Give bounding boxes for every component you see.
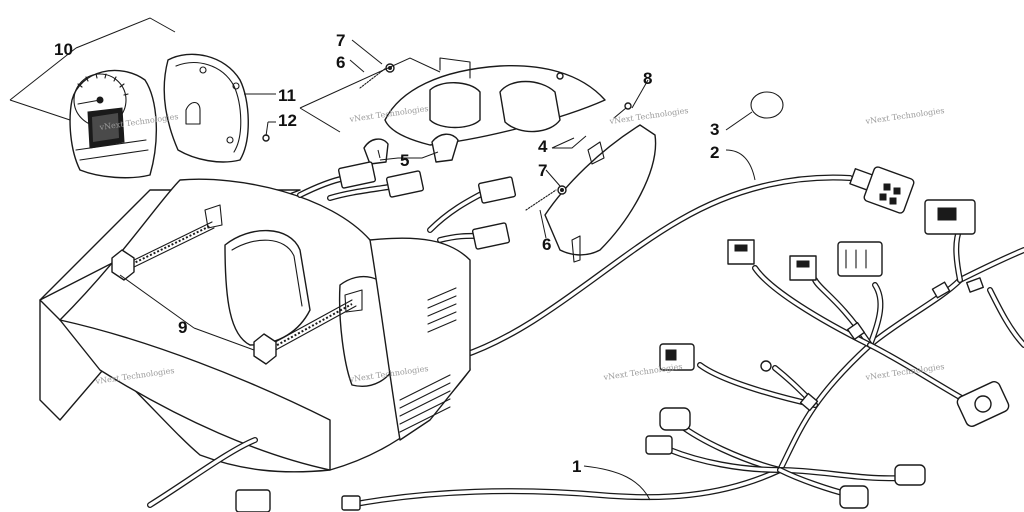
connector-icon: [956, 381, 1010, 427]
leader-lines: [9, 17, 756, 501]
adjustment-pin: [613, 102, 632, 119]
callout-2: 2: [710, 143, 719, 162]
callout-5: 5: [400, 151, 409, 170]
watermark-text: vNext Technologies: [602, 362, 683, 382]
connector-icon: [341, 495, 361, 511]
headlight-pigtail: [297, 161, 517, 250]
callout-1: 1: [572, 457, 581, 476]
callout-8: 8: [643, 69, 652, 88]
callout-9: 9: [178, 318, 187, 337]
connector-icon: [659, 407, 691, 431]
mounting-bolt: [111, 221, 215, 281]
watermark-text: vNext Technologies: [864, 106, 945, 126]
gauge-ticks: [77, 73, 129, 96]
wiring-harness: [347, 174, 1024, 508]
connector-icon: [789, 255, 817, 281]
callout-3: 3: [710, 120, 719, 139]
callout-labels: 10 11 12 7 6 5 8 4 7 6 3 2 9 1: [54, 31, 719, 476]
ring-clamp: [750, 91, 784, 119]
callout-6-lower: 6: [542, 235, 551, 254]
ring-terminal-icon: [760, 360, 772, 372]
mounting-bolt: [253, 299, 357, 365]
gauge-cluster: [69, 69, 157, 179]
callout-11: 11: [278, 86, 296, 105]
connector-icon: [837, 241, 883, 277]
nut: [557, 185, 567, 195]
callout-6-upper: 6: [336, 53, 345, 72]
vent-grille: [399, 287, 457, 433]
connector-icon: [645, 435, 673, 455]
connector-icon: [727, 239, 755, 265]
harness-connectors: [235, 166, 1010, 512]
connector-icon: [924, 199, 976, 235]
bulb-socket: [363, 138, 389, 165]
callout-10: 10: [54, 40, 73, 59]
callout-12: 12: [278, 111, 297, 130]
callout-7-upper: 7: [336, 31, 345, 50]
watermark-text: vNext Technologies: [608, 106, 689, 126]
spring: [525, 189, 557, 211]
main-connector-icon: [849, 166, 915, 214]
callout-7-lower: 7: [538, 161, 547, 180]
bulb-socket: [431, 133, 459, 163]
headlight-housing: [39, 178, 471, 508]
headlight-reflector-lower: [544, 124, 657, 263]
connector-icon: [839, 485, 869, 509]
connector-icon: [235, 489, 271, 512]
gauge-bezel: [163, 53, 249, 163]
connector-icon: [894, 464, 926, 486]
connector-icon: [659, 343, 695, 371]
headlight-reflector-upper: [384, 57, 606, 146]
callout-4: 4: [538, 137, 548, 156]
